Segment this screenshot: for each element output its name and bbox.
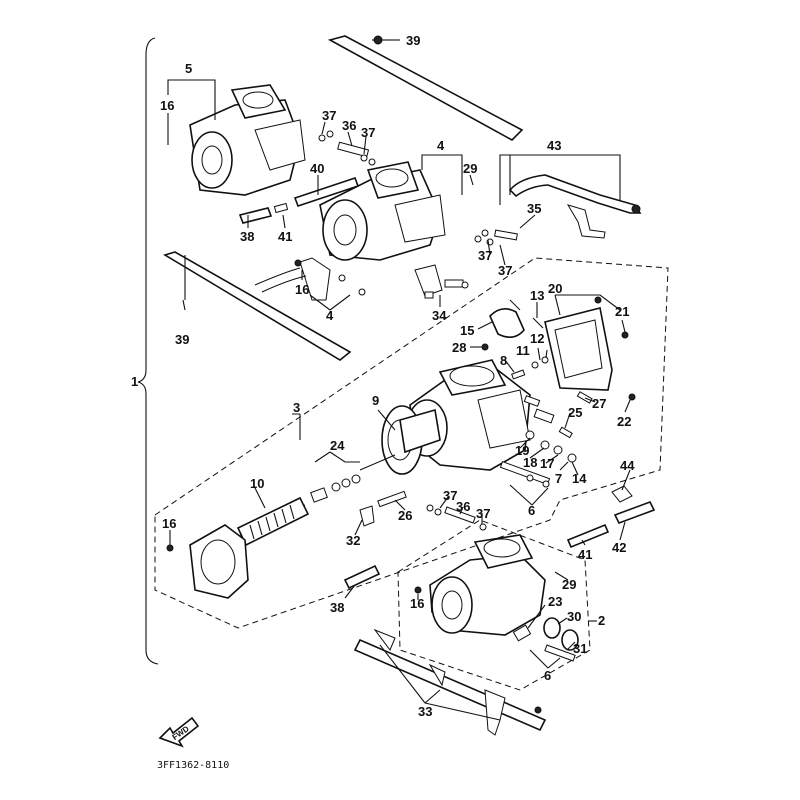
part-8	[511, 369, 526, 380]
callout-37: 37	[443, 488, 457, 503]
callout-40: 40	[310, 161, 324, 176]
callout-24: 24	[330, 438, 345, 453]
cover-cap	[166, 524, 249, 599]
pipe-38-lower	[343, 564, 381, 590]
callout-32: 32	[346, 533, 360, 548]
callout-44: 44	[620, 458, 635, 473]
callout-16: 16	[410, 596, 424, 611]
carburetor-5	[189, 84, 306, 196]
pipe-40	[293, 176, 360, 208]
callout-30: 30	[567, 609, 581, 624]
clip-44	[611, 485, 633, 503]
callout-5: 5	[185, 61, 192, 76]
part-30	[543, 617, 561, 639]
callout-38: 38	[330, 600, 344, 615]
pipe-42	[613, 501, 656, 524]
callout-6: 6	[544, 668, 551, 683]
pipe-6-lower	[544, 644, 576, 662]
callout-23: 23	[548, 594, 562, 609]
callout-39: 39	[406, 33, 420, 48]
callout-4: 4	[326, 308, 334, 323]
callout-1: 1	[131, 374, 138, 389]
part-32	[359, 505, 375, 527]
callout-26: 26	[398, 508, 412, 523]
callout-14: 14	[572, 471, 587, 486]
callout-7: 7	[555, 471, 562, 486]
callout-36: 36	[456, 499, 470, 514]
callout-22: 22	[617, 414, 631, 429]
callout-2: 2	[598, 613, 605, 628]
callout-19: 19	[515, 443, 529, 458]
fitting-36-37	[318, 130, 376, 166]
callout-11: 11	[516, 343, 530, 358]
throttle-linkage-4	[254, 257, 366, 301]
callout-34: 34	[432, 308, 447, 323]
callout-39: 39	[175, 332, 189, 347]
bottom-bracket-bar	[163, 251, 352, 361]
bracket-43	[566, 204, 606, 239]
pipe-41-lower	[566, 523, 610, 549]
callout-37: 37	[476, 506, 490, 521]
cover-20	[544, 296, 629, 391]
callout-42: 42	[612, 540, 626, 555]
callout-21: 21	[615, 304, 629, 319]
callout-37: 37	[322, 108, 336, 123]
carburetor-2	[414, 534, 546, 636]
pipe-38-upper	[238, 207, 273, 224]
callout-9: 9	[372, 393, 379, 408]
jets-24	[310, 454, 396, 503]
callout-41: 41	[578, 547, 592, 562]
callout-33: 33	[418, 704, 432, 719]
callout-35: 35	[527, 201, 541, 216]
carburetor-4	[319, 161, 446, 261]
assembly-3-boundary	[154, 257, 669, 629]
callout-29: 29	[562, 577, 576, 592]
callout-38: 38	[240, 229, 254, 244]
callout-13: 13	[530, 288, 544, 303]
callout-36: 36	[342, 118, 356, 133]
callout-16: 16	[295, 282, 309, 297]
callout-37: 37	[498, 263, 512, 278]
part-code: 3FF1362-8110	[157, 760, 229, 771]
callout-25: 25	[568, 405, 582, 420]
callout-37: 37	[478, 248, 492, 263]
callout-29: 29	[463, 161, 477, 176]
callout-3: 3	[293, 400, 300, 415]
callout-27: 27	[592, 396, 606, 411]
fitting-35	[494, 229, 518, 241]
part-15	[489, 308, 525, 338]
callout-41: 41	[278, 229, 292, 244]
cluster-34	[414, 264, 469, 299]
leader-lines	[167, 39, 631, 721]
callout-16: 16	[162, 516, 176, 531]
callout-43: 43	[547, 138, 561, 153]
callout-18: 18	[523, 455, 537, 470]
part-13	[532, 317, 544, 329]
callout-28: 28	[452, 340, 466, 355]
callout-8: 8	[500, 353, 507, 368]
screw-39-top	[373, 35, 383, 45]
callout-31: 31	[573, 641, 587, 656]
linkage-bar-33	[353, 628, 547, 736]
callout-16: 16	[160, 98, 174, 113]
callout-12: 12	[530, 331, 544, 346]
forward-arrow-icon: FWD	[158, 716, 200, 748]
top-bracket-bar	[327, 35, 524, 141]
pipe-6	[499, 460, 551, 488]
callout-4: 4	[437, 138, 445, 153]
screw-28	[481, 343, 489, 351]
callout-17: 17	[540, 456, 554, 471]
screw-26	[377, 490, 407, 508]
callout-10: 10	[250, 476, 264, 491]
spring-10	[236, 496, 310, 547]
fittings-cluster	[523, 395, 577, 463]
callout-15: 15	[460, 323, 474, 338]
callout-37: 37	[361, 125, 375, 140]
bracket-1	[137, 37, 159, 665]
callout-6: 6	[528, 503, 535, 518]
callout-20: 20	[548, 281, 562, 296]
callout-labels: 39 5 16 37 36 37 4 29 43 40 38 41 35 37 …	[131, 33, 635, 719]
